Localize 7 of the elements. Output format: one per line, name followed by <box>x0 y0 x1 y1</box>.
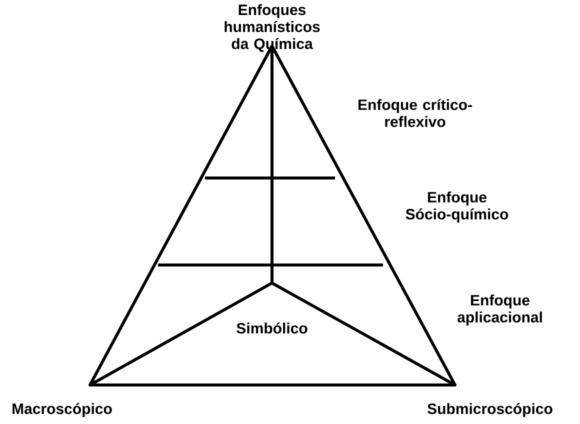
approach-label: Enfoque Sócio-químico <box>406 192 508 222</box>
approach-label: Enfoque aplicacional <box>458 294 542 326</box>
region-label: Simbólico <box>236 322 308 334</box>
corner-label: Submicroscópico <box>428 402 552 418</box>
approach-label: Enfoque crítico-reflexivo <box>358 98 472 128</box>
title: Enfoques humanísticos da Química <box>224 4 320 52</box>
corner-label: Macroscópico <box>12 402 112 418</box>
